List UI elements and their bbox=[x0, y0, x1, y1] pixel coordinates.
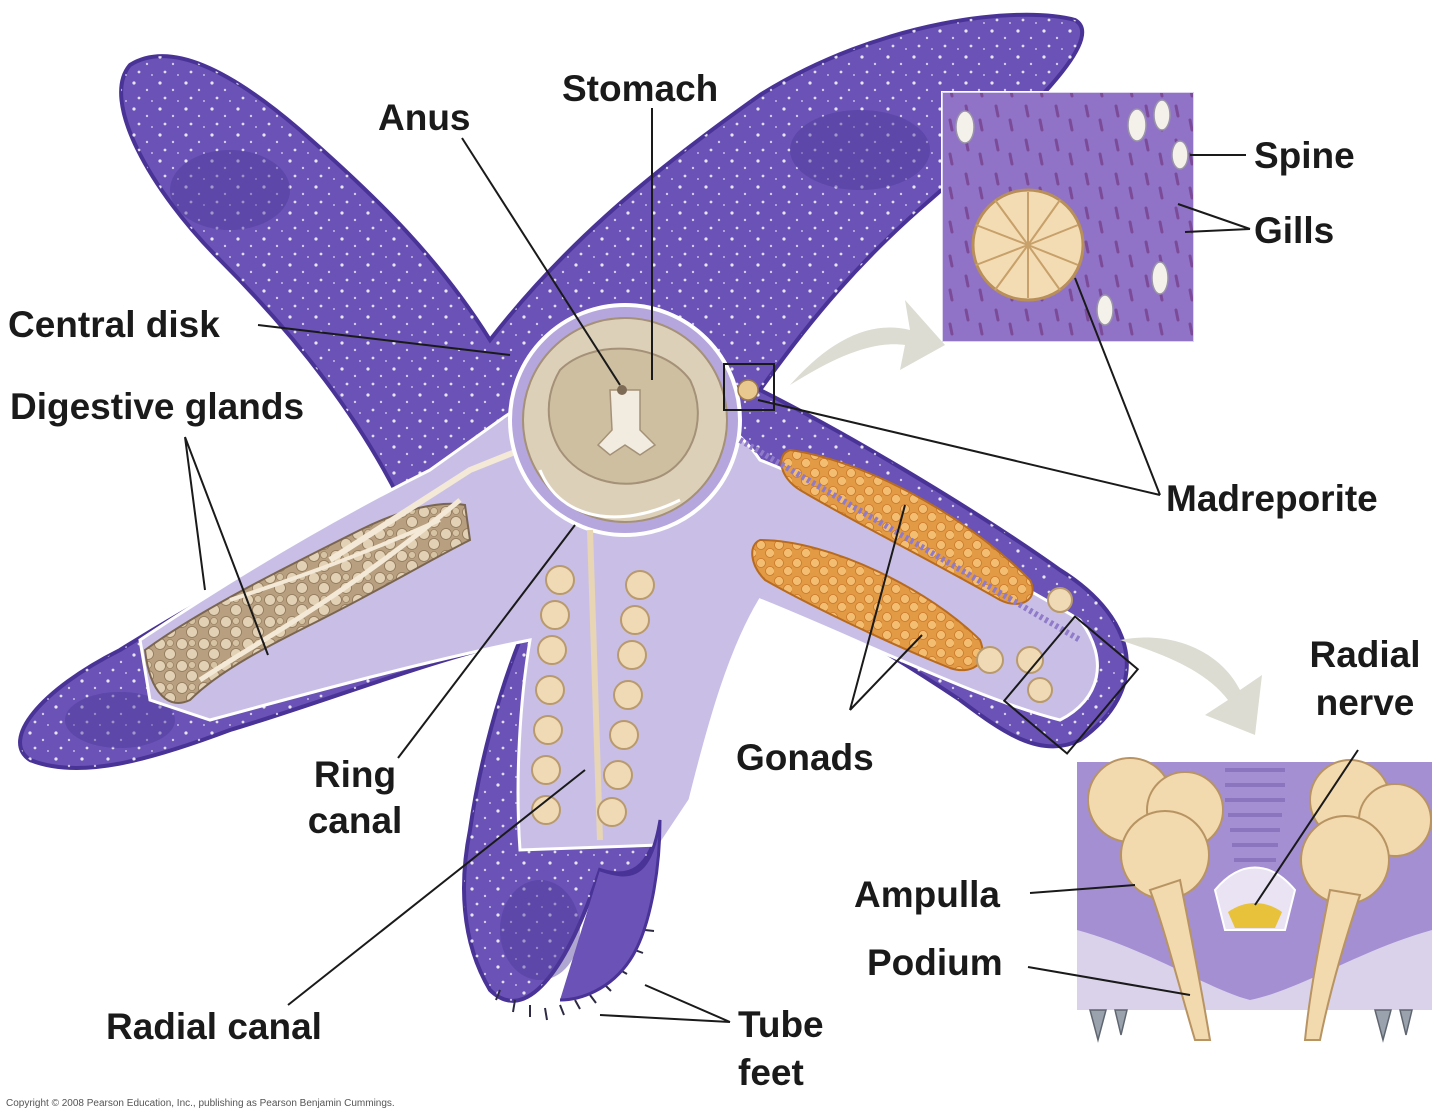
label-spine: Spine bbox=[1254, 135, 1355, 176]
label-ampulla: Ampulla bbox=[854, 874, 1000, 915]
cross-section-inset bbox=[1077, 757, 1432, 1043]
inset-arrow-bottom bbox=[1120, 637, 1262, 735]
inset-arrow-top bbox=[790, 300, 945, 385]
label-radial-canal: Radial canal bbox=[106, 1006, 322, 1047]
madreporite-zoom-box bbox=[723, 363, 775, 411]
central-disk bbox=[508, 303, 742, 537]
surface-inset bbox=[941, 91, 1195, 343]
label-ring-canal-line1: Ring bbox=[313, 754, 397, 795]
label-madreporite: Madreporite bbox=[1166, 478, 1378, 519]
tube-feet bbox=[495, 929, 655, 1021]
label-ring-canal-line2: canal bbox=[307, 800, 403, 841]
label-tube-feet-line1: Tube bbox=[738, 1004, 824, 1045]
ring-canal bbox=[538, 469, 681, 519]
ampullae-lower-arm bbox=[531, 529, 655, 841]
leader-lines bbox=[184, 108, 1359, 1023]
radial-nerve-zoom-box bbox=[1002, 615, 1140, 755]
anus-opening bbox=[617, 385, 627, 395]
gonads bbox=[738, 437, 1082, 703]
digestive-glands bbox=[143, 447, 522, 704]
label-central-disk: Central disk bbox=[8, 304, 220, 345]
label-tube-feet-line2: feet bbox=[738, 1052, 804, 1093]
label-radial-nerve-line1: Radial bbox=[1309, 634, 1421, 675]
label-gonads: Gonads bbox=[736, 737, 874, 778]
label-digestive-glands: Digestive glands bbox=[10, 386, 305, 427]
label-podium: Podium bbox=[867, 942, 1003, 983]
label-radial-nerve-line2: nerve bbox=[1315, 682, 1415, 723]
label-anus: Anus bbox=[378, 97, 471, 138]
label-stomach: Stomach bbox=[562, 68, 719, 109]
copyright-text: Copyright © 2008 Pearson Education, Inc.… bbox=[6, 1098, 395, 1109]
label-gills: Gills bbox=[1254, 210, 1335, 251]
madreporite-plate bbox=[971, 188, 1085, 302]
radial-nerve-band bbox=[1228, 903, 1282, 928]
